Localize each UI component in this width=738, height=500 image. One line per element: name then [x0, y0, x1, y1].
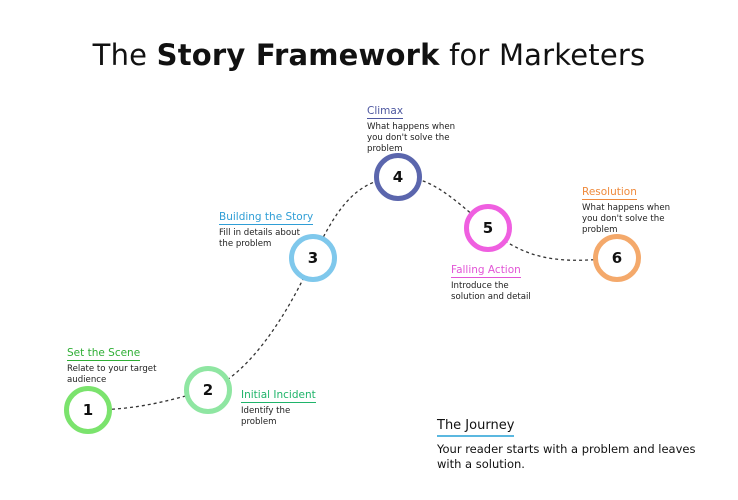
title-suffix: for Marketers [449, 38, 646, 72]
step-heading: Falling Action [451, 264, 521, 278]
step-number: 5 [482, 219, 494, 237]
step-node-3: 3 [289, 234, 337, 282]
title-prefix: The [92, 38, 148, 72]
step-heading: Climax [367, 105, 404, 119]
step-label-2: Initial Incident Identify the problem [241, 383, 326, 428]
step-description: Relate to your target audience [67, 364, 157, 385]
step-node-1: 1 [64, 386, 112, 434]
step-number: 6 [611, 249, 623, 267]
step-description: Fill in details about the problem [219, 228, 300, 249]
step-heading: Initial Incident [241, 389, 316, 403]
journey-description: Your reader starts with a problem and le… [437, 442, 696, 471]
step-node-6: 6 [593, 234, 641, 282]
step-label-3: Building the Story Fill in details about… [219, 205, 314, 250]
step-number: 3 [307, 249, 319, 267]
journey-callout: The Journey Your reader starts with a pr… [437, 414, 697, 472]
step-label-1: Set the Scene Relate to your target audi… [67, 341, 157, 386]
step-label-4: Climax What happens when you don't solve… [367, 99, 457, 155]
step-description: What happens when you don't solve the pr… [367, 122, 456, 154]
journey-title: The Journey [437, 418, 515, 437]
step-number: 1 [82, 401, 94, 419]
step-description: What happens when you don't solve the pr… [582, 203, 671, 235]
step-label-6: Resolution What happens when you don't s… [582, 180, 672, 236]
step-node-4: 4 [374, 153, 422, 201]
step-heading: Set the Scene [67, 347, 141, 361]
step-label-5: Falling Action Introduce the solution an… [451, 258, 541, 303]
step-node-2: 2 [184, 366, 232, 414]
step-number: 4 [392, 168, 404, 186]
step-description: Identify the problem [241, 406, 291, 427]
page-title: The Story Framework for Marketers [0, 38, 738, 72]
step-description: Introduce the solution and detail [451, 281, 531, 302]
step-node-5: 5 [464, 204, 512, 252]
step-heading: Building the Story [219, 211, 314, 225]
title-bold: Story Framework [156, 38, 440, 72]
step-number: 2 [202, 381, 214, 399]
step-heading: Resolution [582, 186, 637, 200]
